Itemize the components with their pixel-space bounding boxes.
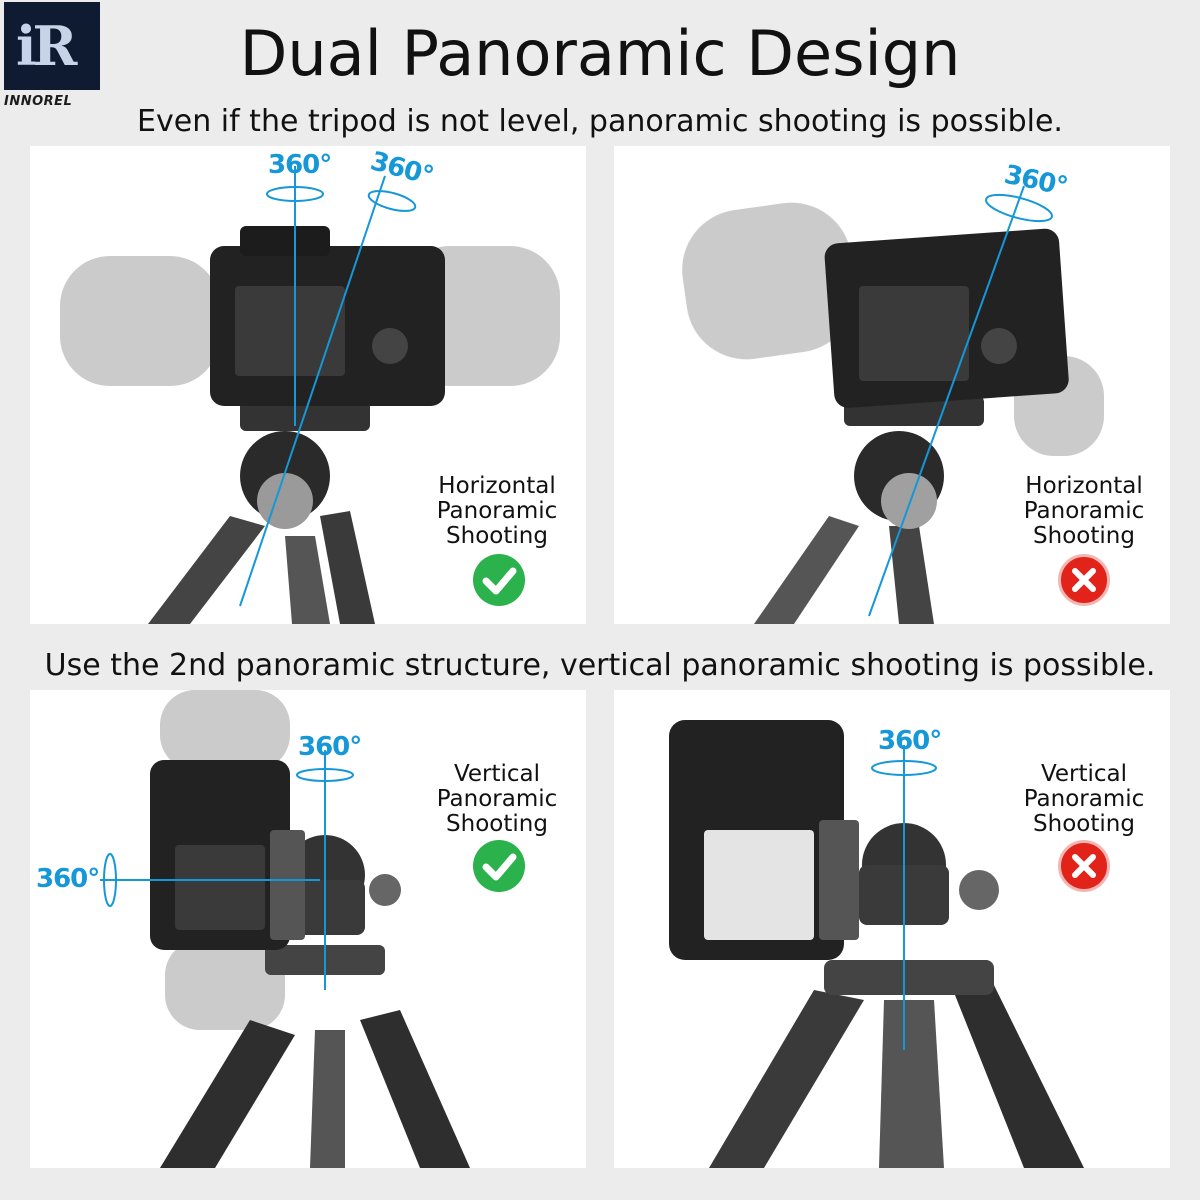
panel-caption: Vertical Panoramic Shooting <box>1009 762 1159 837</box>
caption-line: Panoramic <box>436 498 558 524</box>
caption-line: Panoramic <box>436 786 558 812</box>
rotation-axis <box>868 185 1053 617</box>
check-icon <box>473 554 525 606</box>
subtitle-bottom: Use the 2nd panoramic structure, vertica… <box>44 648 1156 683</box>
cross-icon <box>1058 554 1110 606</box>
check-icon <box>473 840 525 892</box>
caption-line: Shooting <box>446 523 548 549</box>
panel-vertical-ok: 360° 360° Vertical Panoramic Shooting <box>30 690 586 1168</box>
panel-caption: Horizontal Panoramic Shooting <box>422 474 572 549</box>
caption-line: Shooting <box>1033 523 1135 549</box>
panel-horizontal-ok: 360° 360° Horizontal Panoramic Shooting <box>30 146 586 624</box>
page-title: Dual Panoramic Design <box>239 17 961 90</box>
caption-line: Panoramic <box>1023 786 1145 812</box>
panel-caption: Horizontal Panoramic Shooting <box>1009 474 1159 549</box>
caption-line: Horizontal <box>1025 473 1143 499</box>
panel-horizontal-fail: 360° Horizontal Panoramic Shooting <box>614 146 1170 624</box>
caption-line: Horizontal <box>438 473 556 499</box>
brand-logo: iR INNOREL <box>4 2 124 110</box>
brand-name: INNOREL <box>4 94 73 109</box>
logo-badge: iR <box>4 2 100 90</box>
caption-line: Panoramic <box>1023 498 1145 524</box>
degree-label: 360° <box>36 864 100 894</box>
degree-label: 360° <box>268 150 332 180</box>
caption-line: Shooting <box>446 811 548 837</box>
subtitle-top: Even if the tripod is not level, panoram… <box>137 104 1063 139</box>
rotation-axis <box>871 745 937 1050</box>
degree-label: 360° <box>298 732 362 762</box>
panel-vertical-fail: 360° Vertical Panoramic Shooting <box>614 690 1170 1168</box>
logo-mark: iR <box>16 14 77 78</box>
camera-tripod-photo <box>682 202 1104 624</box>
rotation-axes <box>100 750 354 990</box>
degree-label: 360° <box>878 726 942 756</box>
camera-tripod-photo <box>669 720 1084 1168</box>
rotation-axes <box>239 166 417 607</box>
cross-icon <box>1058 840 1110 892</box>
camera-tripod-photo <box>60 226 560 624</box>
panel-caption: Vertical Panoramic Shooting <box>422 762 572 837</box>
caption-line: Shooting <box>1033 811 1135 837</box>
caption-line: Vertical <box>1040 761 1128 787</box>
caption-line: Vertical <box>453 761 541 787</box>
